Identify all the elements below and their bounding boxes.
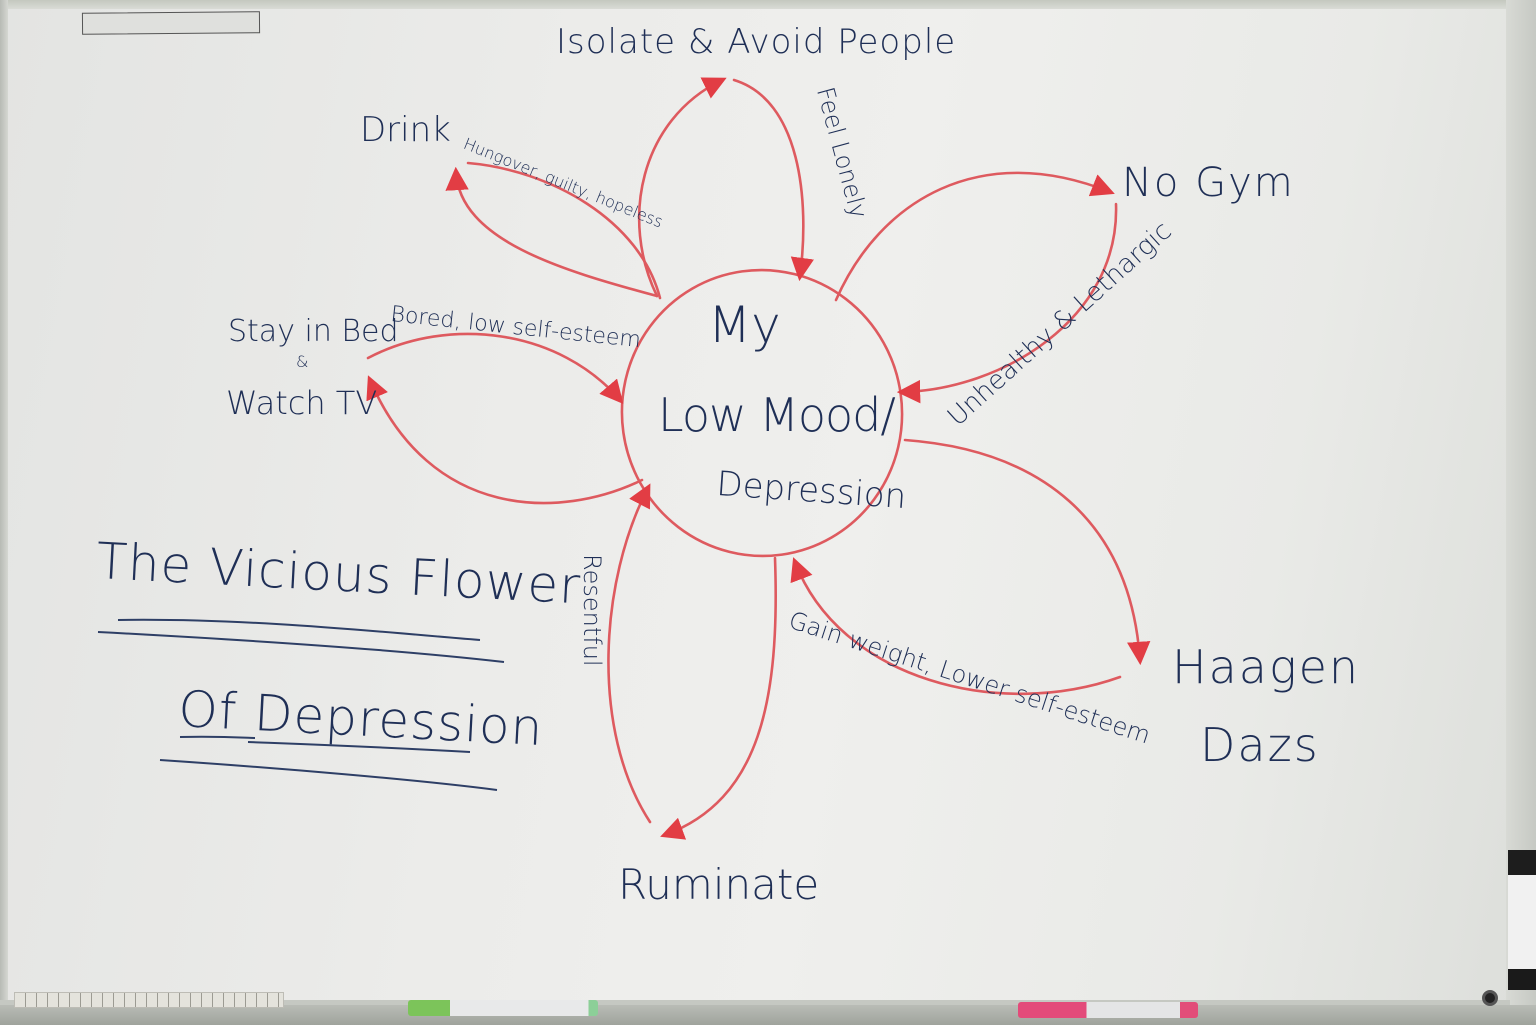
behaviour-haagen-label-line2: Dazs [1200, 718, 1320, 772]
black-marker [1508, 850, 1536, 990]
behaviour-drink-label: Drink [360, 110, 451, 150]
arrow-bed-to-center [366, 332, 624, 404]
arrow-center-to-bed [366, 375, 644, 505]
arrow-center-to-haagen [903, 438, 1151, 666]
behaviour-bed-label-line1: Stay in Bed [228, 314, 399, 349]
arrow-center-to-gym [834, 171, 1115, 302]
consequence-resentful: Resentful [578, 554, 606, 667]
arrow-center-to-ruminate [660, 556, 777, 840]
magnet-icon [1482, 990, 1498, 1006]
marker-tray-lip [0, 1000, 1510, 1006]
center-label-line1: My [708, 296, 781, 354]
pink-marker [1018, 1002, 1198, 1018]
arrow-center-to-isolate [637, 77, 727, 298]
behaviour-ruminate-label: Ruminate [618, 860, 820, 909]
behaviour-gym-label: No Gym [1122, 160, 1295, 206]
arrow-gym-to-center [896, 202, 1118, 404]
green-marker [408, 1000, 598, 1016]
title-underlines [97, 618, 505, 791]
arrow-isolate-to-center [732, 78, 814, 282]
arrow-center-to-drink [445, 166, 659, 298]
arrow-ruminate-to-center [607, 483, 652, 824]
behaviour-haagen-label-line1: Haagen [1172, 640, 1361, 694]
behaviour-bed-ampersand: & [296, 352, 309, 371]
whiteboard-top-frame [0, 0, 1536, 9]
whiteboard-left-frame [0, 0, 8, 1025]
behaviour-bed-label-line2: Watch TV [226, 384, 378, 422]
center-label-line2: Low Mood/ [658, 388, 896, 442]
ruler [14, 992, 284, 1008]
arrow-drink-to-center [466, 161, 662, 300]
behaviour-isolate-label: Isolate & Avoid People [556, 22, 957, 62]
arrow-haagen-to-center [790, 557, 1122, 695]
